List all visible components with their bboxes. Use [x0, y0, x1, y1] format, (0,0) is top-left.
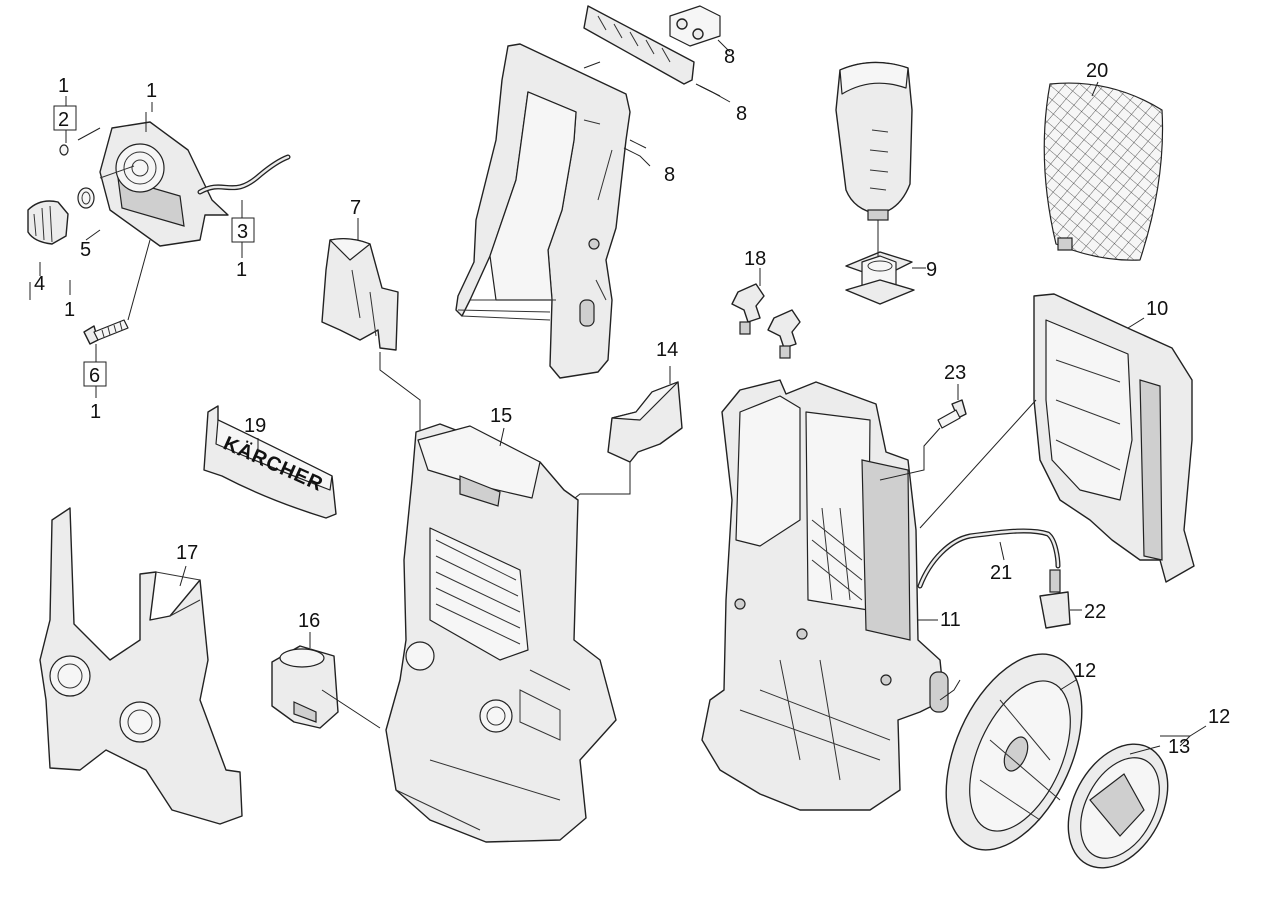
part-hose-stub	[197, 154, 291, 195]
part-clip-14	[607, 381, 683, 463]
callout-23: 23	[944, 362, 966, 384]
callout-12b: 12	[1208, 706, 1230, 728]
part-bracket-16	[271, 645, 339, 729]
part-o-ring-large	[77, 187, 95, 209]
part-screw-23	[937, 399, 967, 429]
label-box-3	[231, 217, 255, 243]
callout-11: 11	[940, 609, 961, 631]
part-back-panel-10	[1033, 293, 1195, 583]
part-o-ring-small	[59, 144, 69, 156]
callout-17: 17	[176, 542, 198, 564]
part-hose-21	[917, 528, 1061, 589]
callout-2: 2	[58, 109, 69, 131]
part-hubcap-13	[1067, 743, 1169, 869]
callout-14: 14	[656, 339, 678, 361]
callout-8c: 8	[664, 164, 675, 186]
callout-15: 15	[490, 405, 512, 427]
part-tank-valve	[845, 251, 915, 305]
callout-21: 21	[990, 562, 1012, 584]
callout-10: 10	[1146, 298, 1168, 320]
part-side-clip-7	[321, 237, 399, 351]
callout-3: 3	[237, 221, 248, 243]
callout-8a: 8	[724, 46, 735, 68]
part-wheel-12	[945, 653, 1083, 851]
callout-7: 7	[350, 197, 361, 219]
part-handle-frame	[455, 43, 631, 379]
part-screw-pair-8	[669, 5, 721, 47]
part-side-panel-17	[39, 507, 243, 825]
callout-8b: 8	[736, 103, 747, 125]
part-connector-housing	[99, 121, 229, 247]
callout-1e: 1	[90, 401, 101, 423]
part-detergent-tank	[835, 61, 913, 221]
callout-20: 20	[1086, 60, 1108, 82]
label-box-2	[53, 105, 77, 131]
callout-6: 6	[89, 365, 100, 387]
callout-18: 18	[744, 248, 766, 270]
callout-12a: 12	[1074, 660, 1096, 682]
callout-1a: 1	[58, 75, 69, 97]
part-cap	[27, 200, 69, 245]
part-net-20	[1043, 82, 1164, 261]
part-brand-strip-19	[203, 405, 337, 519]
label-box-6	[83, 361, 107, 387]
part-fitting-18a	[731, 283, 765, 335]
part-handle-clip	[583, 5, 695, 85]
part-connector-22	[1039, 569, 1071, 629]
callout-19: 19	[244, 415, 266, 437]
callout-4: 4	[34, 273, 45, 295]
callout-22: 22	[1084, 601, 1106, 623]
callout-1b: 1	[146, 80, 157, 102]
callout-13: 13	[1168, 736, 1190, 758]
callout-16: 16	[298, 610, 320, 632]
callout-5: 5	[80, 239, 91, 261]
part-front-housing-15	[385, 423, 617, 843]
part-main-frame-11	[701, 379, 949, 811]
callout-9: 9	[926, 259, 937, 281]
part-fitting-18b	[767, 309, 801, 359]
part-screw-6	[83, 319, 129, 345]
callout-1d: 1	[64, 299, 75, 321]
callout-1c: 1	[236, 259, 247, 281]
